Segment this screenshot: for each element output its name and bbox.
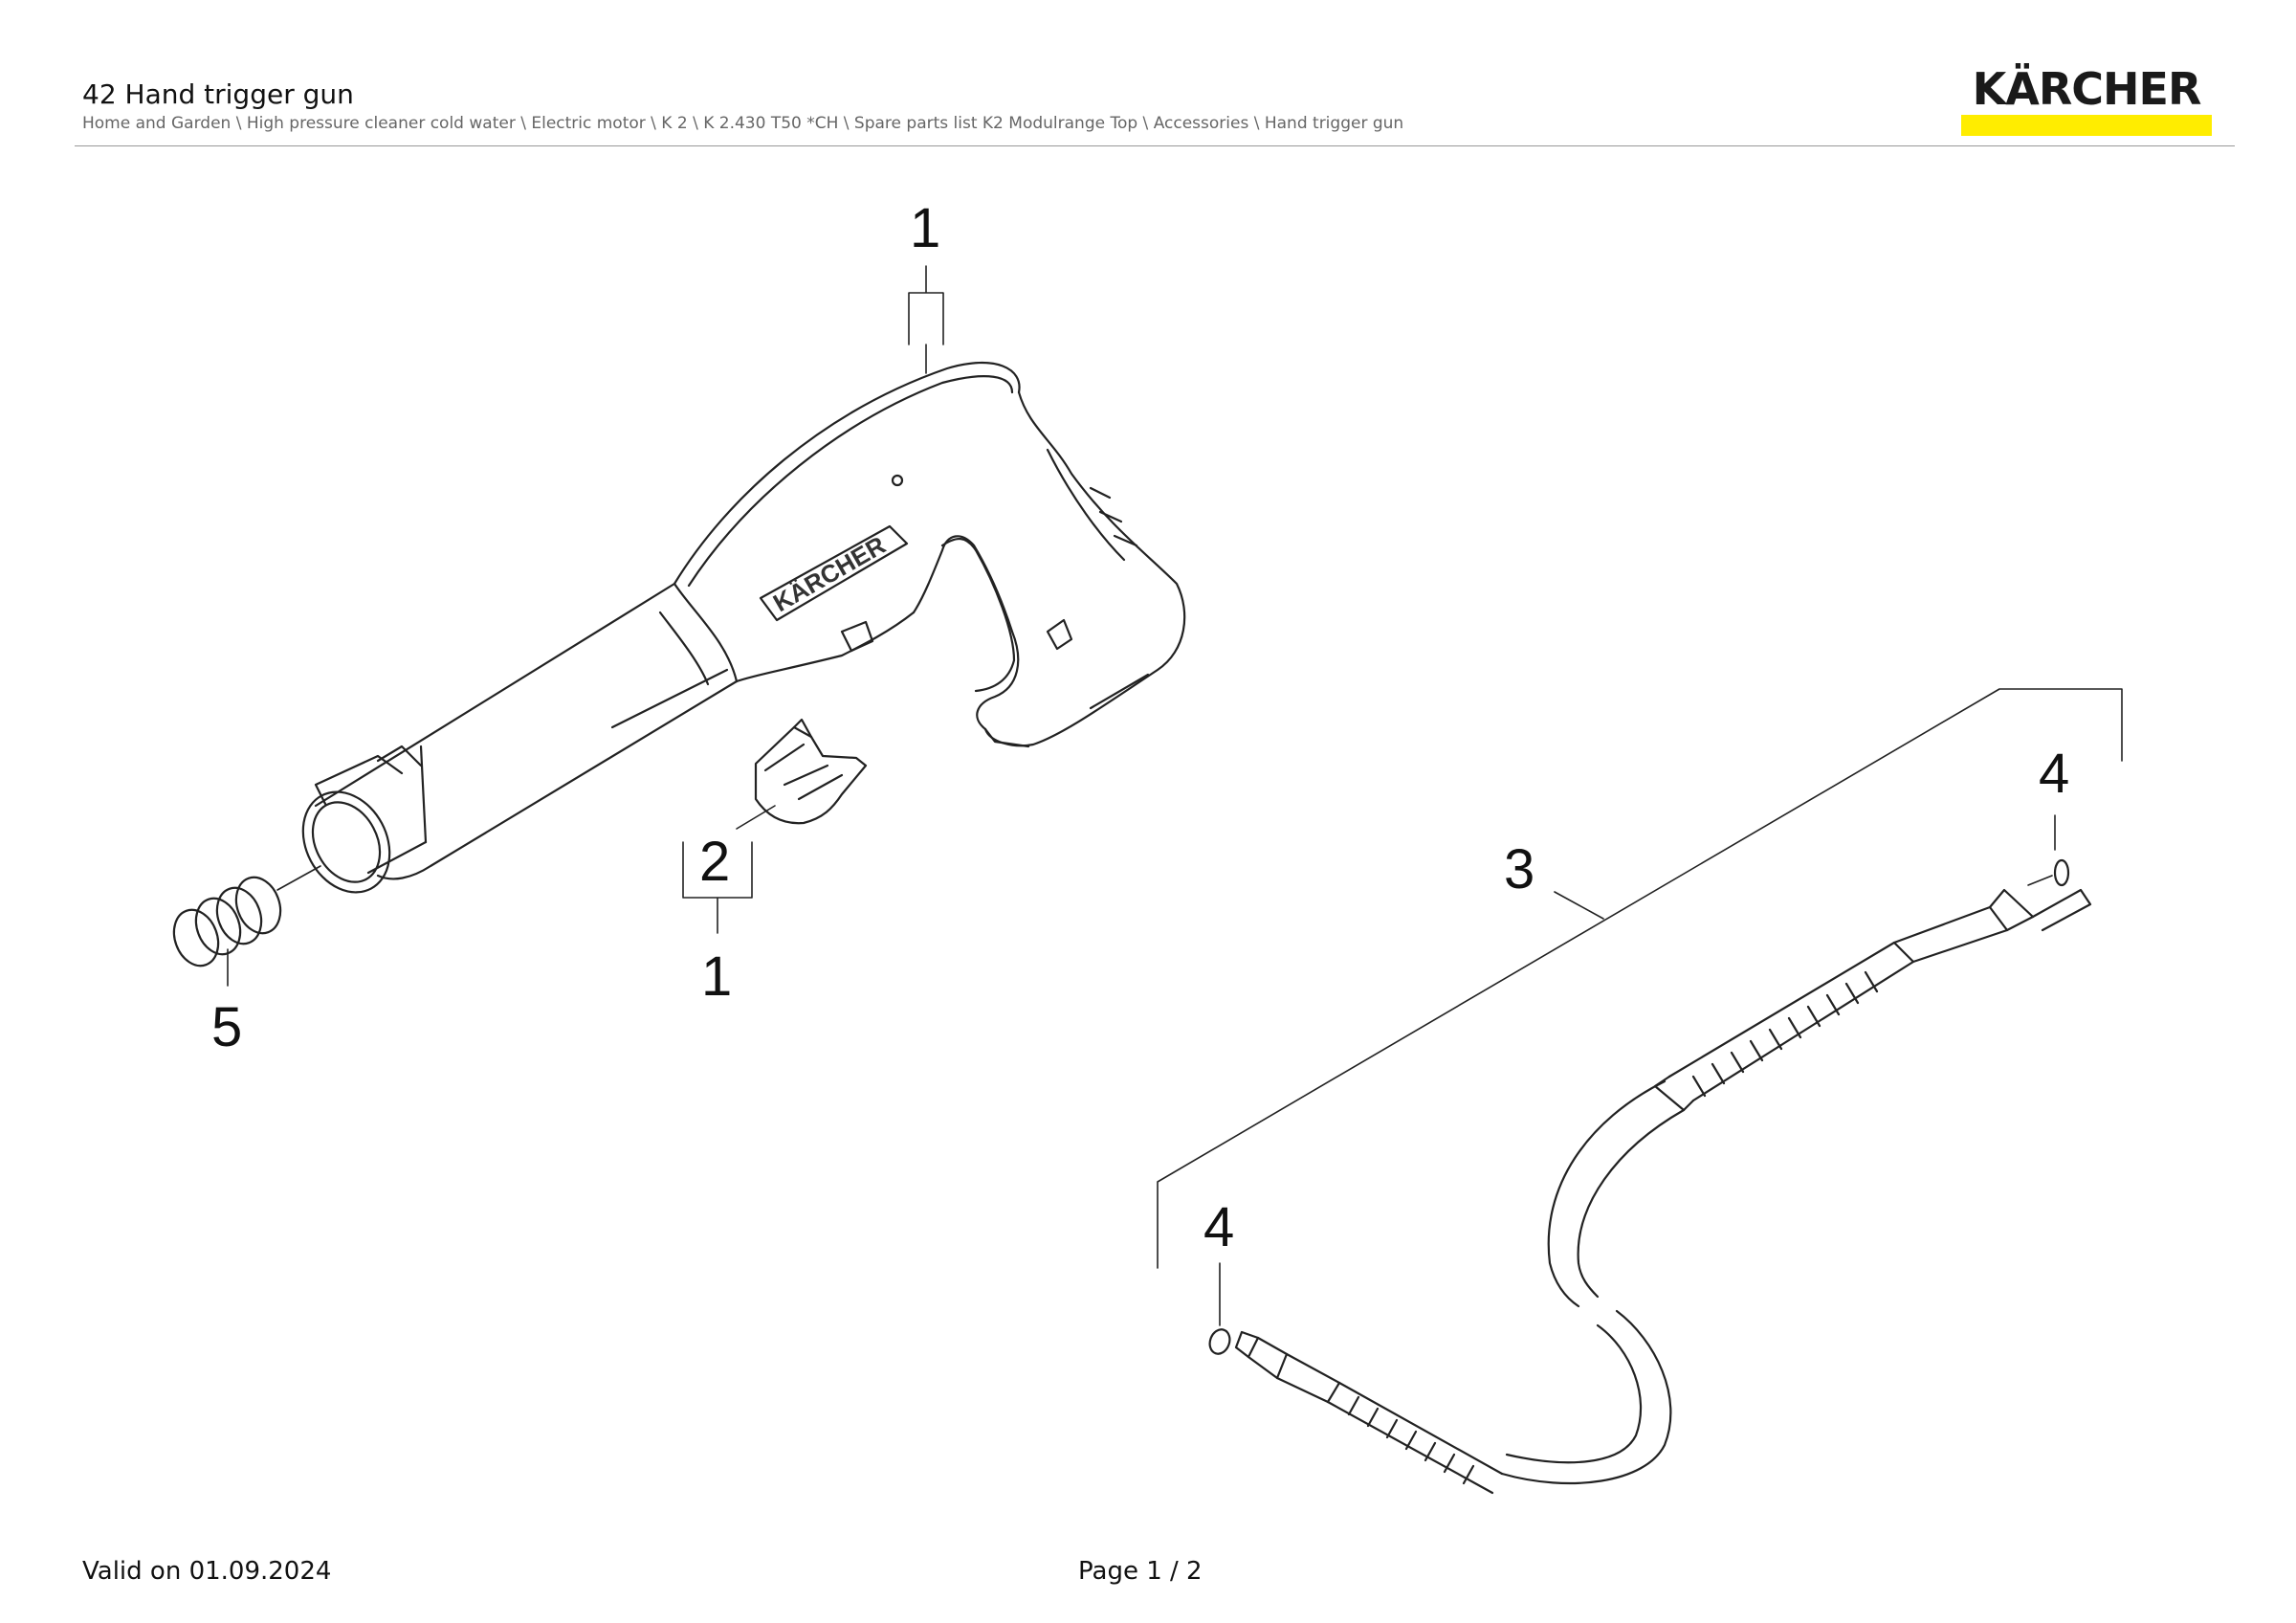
oring-left-drawing xyxy=(1208,1328,1231,1355)
trigger-gun-drawing: KÄRCHER xyxy=(301,361,1186,894)
callout-clip: 2 xyxy=(699,831,730,893)
breadcrumb: Home and Garden \ High pressure cleaner … xyxy=(82,114,1404,133)
validity-date: Valid on 01.09.2024 xyxy=(82,1557,332,1586)
page-number: Page 1 / 2 xyxy=(1078,1557,1203,1586)
leader-lines xyxy=(227,265,2123,1326)
page-title: 42 Hand trigger gun xyxy=(82,78,354,110)
oring-right-drawing xyxy=(2053,858,2070,887)
spring-part-drawing xyxy=(172,876,282,967)
page-header: 42 Hand trigger gun Home and Garden \ Hi… xyxy=(82,78,2235,134)
logo-wordmark: KÄRCHER xyxy=(1972,63,2202,115)
gun-brand-label: KÄRCHER xyxy=(768,530,891,617)
header-divider xyxy=(75,145,2235,146)
callout-oring-right: 4 xyxy=(2039,743,2069,805)
callout-hose: 3 xyxy=(1504,838,1534,900)
logo-yellow-bar xyxy=(1961,115,2212,136)
callout-spring: 5 xyxy=(211,996,242,1058)
callout-clip-group: 1 xyxy=(701,945,732,1008)
karcher-logo: KÄRCHER xyxy=(1961,65,2212,138)
hose-part-drawing xyxy=(1234,888,2092,1495)
callout-gun: 1 xyxy=(910,197,940,259)
callout-oring-left: 4 xyxy=(1203,1196,1234,1258)
